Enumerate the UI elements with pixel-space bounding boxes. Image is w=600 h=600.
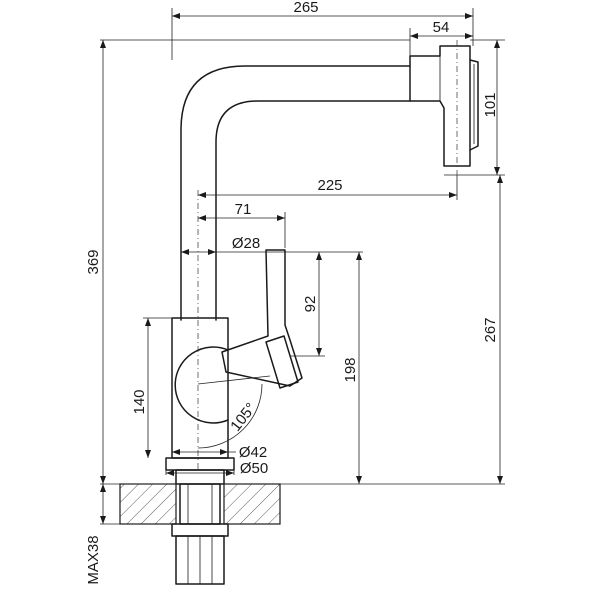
dim-lever-offset: 71 — [235, 201, 252, 218]
dim-overall-reach: 265 — [293, 0, 318, 16]
dim-lever-angle: 105° — [227, 400, 260, 435]
base-flange — [165, 457, 235, 471]
mounting-shank — [179, 483, 221, 525]
main-body — [171, 317, 229, 459]
dim-body-height: 140 — [131, 389, 148, 414]
spout-inner — [215, 100, 411, 321]
dim-base-diameter: Ø42 — [239, 444, 267, 461]
dimension-labels: 265 54 101 225 71 Ø28 369 267 92 198 140… — [85, 0, 499, 585]
countertop-right — [223, 483, 281, 525]
faucet-outline — [165, 45, 479, 485]
dim-lever-top-height: 198 — [342, 357, 359, 382]
dim-head-height: 101 — [482, 92, 499, 117]
countertop — [119, 483, 281, 585]
countertop-left — [119, 483, 177, 525]
mounting-nut — [171, 523, 229, 537]
dim-spout-head: 54 — [433, 19, 450, 36]
spray-button — [469, 59, 479, 151]
dim-flange-diameter: Ø50 — [240, 460, 268, 477]
dim-total-height: 369 — [85, 249, 102, 274]
dim-body-diameter: Ø28 — [232, 235, 260, 252]
dim-outlet-height: 267 — [482, 317, 499, 342]
dimension-lines — [100, 8, 505, 525]
base-ring — [175, 469, 225, 485]
dim-lever-height: 92 — [302, 296, 319, 313]
spout-outer — [180, 65, 411, 321]
dim-spout-reach: 225 — [317, 177, 342, 194]
angle-arc — [197, 383, 263, 449]
arrowheads — [100, 13, 503, 524]
center-lines — [197, 40, 458, 470]
cartridge-housing — [174, 346, 229, 424]
dim-max-counter-thickness: MAX38 — [85, 535, 102, 584]
mounting-stud — [175, 535, 225, 585]
lever-handle — [221, 249, 303, 387]
lever-cap — [265, 335, 299, 389]
